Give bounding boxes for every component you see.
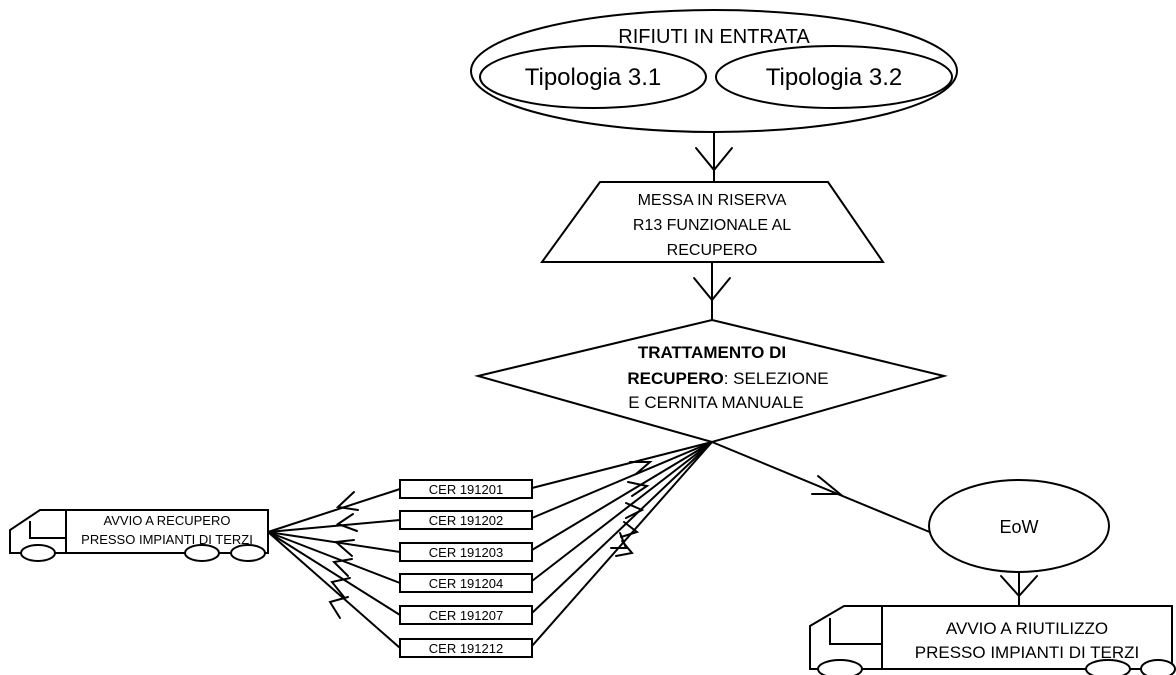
reuse-truck-node: AVVIO A RIUTILIZZO PRESSO IMPIANTI DI TE… bbox=[809, 605, 1176, 675]
recovery-truck-node: AVVIO A RECUPERO PRESSO IMPIANTI DI TERZ… bbox=[9, 509, 269, 562]
cer-code: CER 191204 bbox=[429, 576, 503, 591]
arrow-head bbox=[695, 147, 733, 172]
treatment-line-3: E CERNITA MANUALE bbox=[628, 393, 803, 412]
reuse-truck-line-1: AVVIO A RIUTILIZZO bbox=[946, 619, 1108, 638]
treatment-line-2: RECUPERO: SELEZIONE bbox=[627, 369, 828, 388]
cer-box: CER 191212 bbox=[399, 638, 533, 658]
storage-line-2: R13 FUNZIONALE AL bbox=[633, 217, 791, 234]
treatment-line-1: TRATTAMENTO DI bbox=[638, 343, 786, 362]
arrow-head bbox=[693, 277, 731, 302]
input-waste-title: RIFIUTI IN ENTRATA bbox=[618, 26, 810, 48]
arrow-head bbox=[1000, 575, 1038, 598]
storage-line-3: RECUPERO bbox=[667, 242, 758, 259]
cer-box: CER 191204 bbox=[399, 573, 533, 593]
cer-list: CER 191201 CER 191202 CER 191203 CER 191… bbox=[399, 479, 533, 658]
treatment-recovery-keyword: RECUPERO bbox=[627, 369, 723, 388]
cer-code: CER 191202 bbox=[429, 513, 503, 528]
cer-code: CER 191212 bbox=[429, 641, 503, 656]
eow-node: EoW bbox=[928, 479, 1110, 573]
type-node-3-2: Tipologia 3.2 bbox=[715, 45, 953, 109]
cer-box: CER 191207 bbox=[399, 605, 533, 625]
cer-code: CER 191203 bbox=[429, 545, 503, 560]
cer-to-truck-connectors bbox=[267, 488, 401, 649]
cer-box: CER 191203 bbox=[399, 542, 533, 562]
recovery-truck-line-2: PRESSO IMPIANTI DI TERZI bbox=[81, 532, 253, 547]
cer-code: CER 191207 bbox=[429, 608, 503, 623]
treatment-selection-label: : SELEZIONE bbox=[724, 369, 829, 388]
arrow-head bbox=[811, 475, 843, 495]
storage-node: MESSA IN RISERVA R13 FUNZIONALE AL RECUP… bbox=[540, 181, 885, 263]
type-node-3-1: Tipologia 3.1 bbox=[479, 45, 707, 109]
cer-box: CER 191201 bbox=[399, 479, 533, 499]
type-label-3-1: Tipologia 3.1 bbox=[525, 64, 662, 91]
cer-code: CER 191201 bbox=[429, 482, 503, 497]
eow-label: EoW bbox=[999, 517, 1038, 537]
type-label-3-2: Tipologia 3.2 bbox=[766, 64, 903, 91]
treatment-node: TRATTAMENTO DI RECUPERO: SELEZIONE E CER… bbox=[474, 318, 948, 444]
recovery-truck-line-1: AVVIO A RECUPERO bbox=[104, 513, 231, 528]
cer-box: CER 191202 bbox=[399, 510, 533, 530]
input-waste-node: RIFIUTI IN ENTRATA Tipologia 3.1 Tipolog… bbox=[470, 9, 958, 133]
treatment-to-cer-connectors bbox=[531, 441, 713, 647]
storage-line-1: MESSA IN RISERVA bbox=[638, 192, 787, 209]
reuse-truck-line-2: PRESSO IMPIANTI DI TERZI bbox=[915, 643, 1140, 662]
